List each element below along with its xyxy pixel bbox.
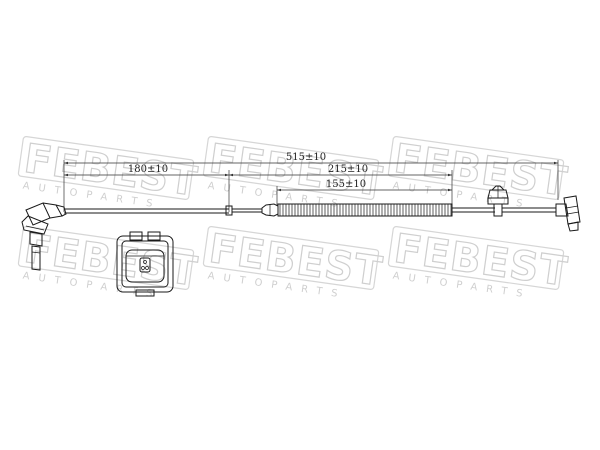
- extension-lines: [63, 160, 559, 212]
- corrugated-sleeve: [277, 203, 453, 217]
- watermark-3: FEBEST AUTOPARTS: [387, 135, 571, 211]
- dimension-corrugated-sleeve-label: 155±10: [326, 179, 366, 190]
- dimension-left-segment: 180±10: [64, 164, 229, 177]
- watermark-6: FEBEST AUTOPARTS: [387, 225, 571, 301]
- dimension-corrugated-sleeve: 155±10: [277, 179, 452, 192]
- dimension-right-segment-label: 215±10: [328, 164, 368, 175]
- watermark-5: FEBEST AUTOPARTS: [202, 225, 386, 301]
- connector-face-view: [116, 231, 174, 297]
- sensor-head: [21, 202, 67, 271]
- dimension-right-segment: 215±10: [229, 164, 452, 177]
- dimension-overall-label: 515±10: [286, 152, 326, 163]
- watermark-4: FEBEST AUTOPARTS: [17, 225, 201, 301]
- connector-right: [502, 195, 581, 232]
- cable-clip: [452, 185, 509, 217]
- cable: [64, 205, 262, 216]
- dimension-overall: 515±10: [64, 152, 558, 165]
- watermark-1: FEBEST AUTOPARTS: [17, 135, 201, 211]
- grommet: [261, 203, 279, 217]
- dimension-left-segment-label: 180±10: [128, 164, 168, 175]
